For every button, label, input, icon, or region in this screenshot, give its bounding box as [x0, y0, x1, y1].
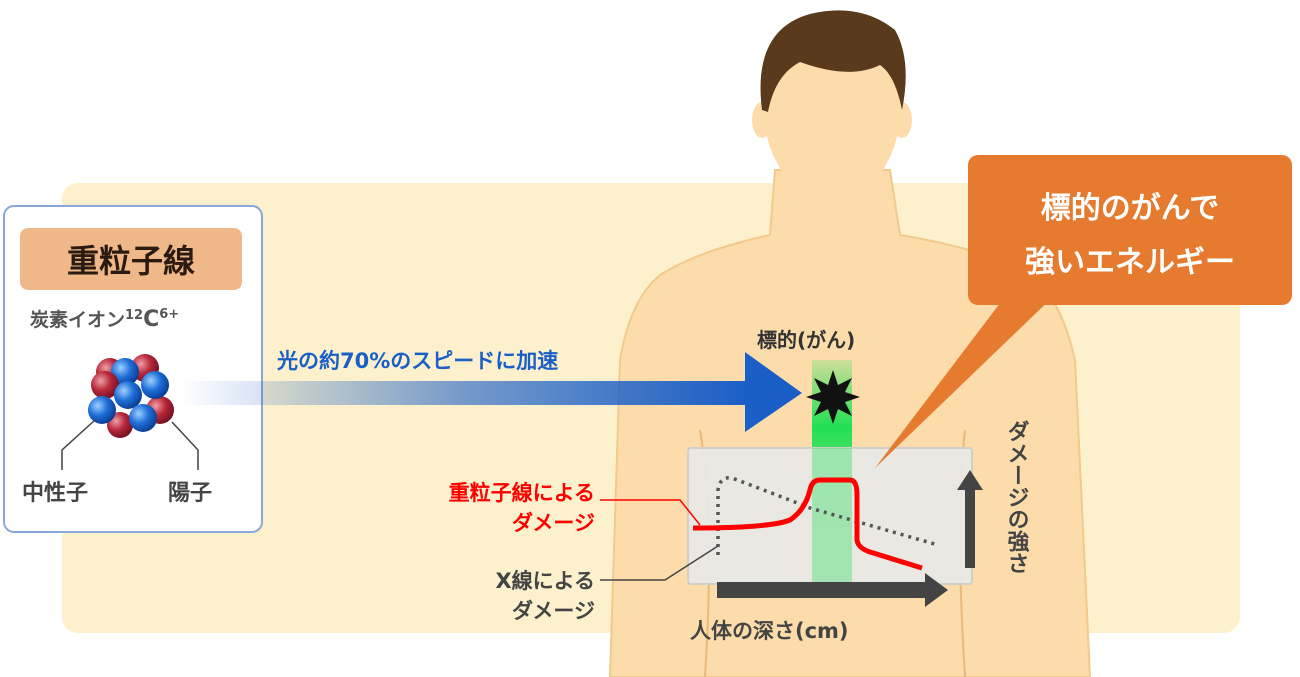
target-label: 標的(がん)	[757, 328, 855, 352]
dose-depth-graph	[687, 447, 983, 607]
tumor-star-icon	[806, 370, 860, 424]
neutron-label: 中性子	[22, 481, 88, 506]
heavy-ion-dose-curve	[692, 477, 923, 571]
xray-damage-label-2: ダメージ	[512, 599, 595, 623]
hair	[760, 10, 906, 112]
proton-label: 陽子	[168, 481, 212, 506]
y-axis-label: ダメージの強さ	[1004, 420, 1030, 574]
heavy-leader-line	[600, 499, 701, 526]
carbon-nucleus-icon	[88, 354, 174, 438]
title-badge	[20, 228, 242, 290]
beam-speed-label: 光の約70%のスピードに加速	[276, 349, 558, 373]
callout-line-1: 標的のがんで	[1041, 191, 1220, 226]
heavy-damage-label-2: ダメージ	[512, 511, 595, 535]
carbon-ion-label: 炭素イオン12C6+	[30, 307, 179, 332]
beam-arrow	[180, 352, 802, 432]
xray-damage-label-1: X線による	[495, 569, 595, 593]
x-axis-arrow	[717, 573, 948, 607]
x-axis-label: 人体の深さ(cm)	[690, 619, 849, 643]
y-axis-arrow	[957, 470, 983, 568]
heavy-damage-label-1: 重粒子線による	[449, 481, 595, 505]
xray-leader-line	[600, 545, 719, 581]
energy-callout: 標的のがんで 強いエネルギー	[875, 155, 1292, 468]
heavy-ion-box: 重粒子線 炭素イオン12C6+ 中性子 陽子	[3, 205, 263, 533]
heavy-ion-title: 重粒子線	[67, 242, 195, 280]
callout-line-2: 強いエネルギー	[1025, 245, 1235, 280]
